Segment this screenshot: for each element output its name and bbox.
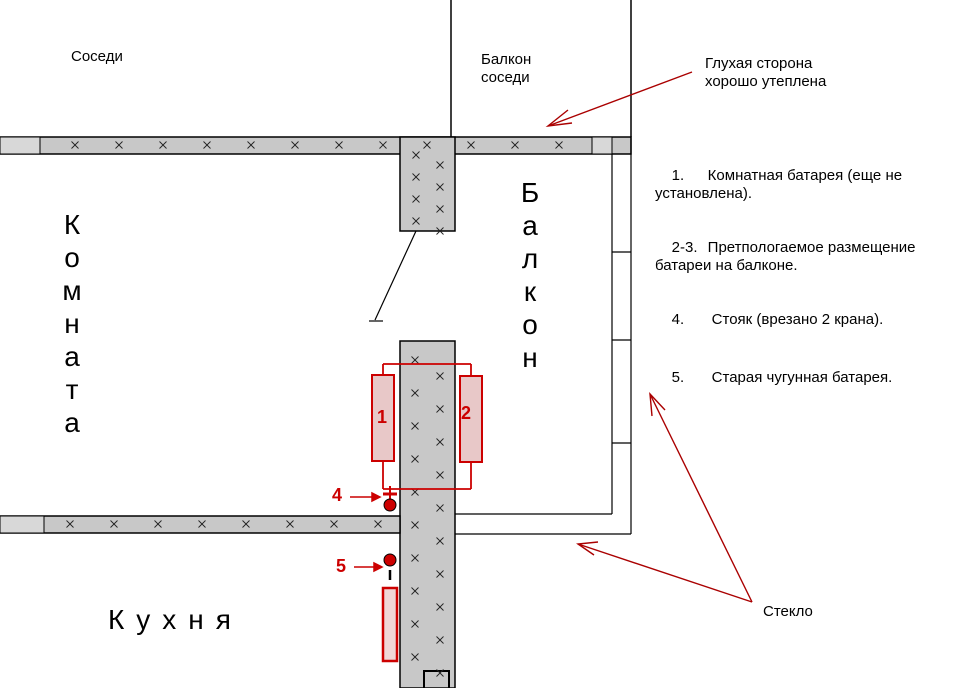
marker-5: 5 [336,556,347,576]
marker-1: 1 [377,407,388,427]
bottom-stub [423,670,450,688]
wall-hatch-marks [66,141,563,677]
label-neighbors: Соседи [71,48,123,65]
marker-arrows [350,491,384,573]
label-neighbor-balcony: Балкон соседи [481,51,532,86]
hatch-left-bottom [0,515,45,534]
legend-item-2: 2-3.Претпологаемое размещение батареи на… [655,239,916,274]
door-line [374,230,417,321]
balcony-frame [455,137,632,535]
label-glass: Стекло [763,603,813,620]
hatch-left-top [0,136,41,155]
lower-wall [0,515,401,534]
marker-2: 2 [461,403,472,423]
legend-item-5: 5.Старая чугунная батарея. [671,369,893,386]
neighbor-balcony-outline [450,0,632,137]
marker-4: 4 [332,485,343,505]
pillar-top [399,136,456,232]
legend-item-1: 1.Комнатная батарея (еще не установлена)… [655,167,903,202]
annotation-arrows [545,71,753,603]
label-blind-side: Глухая сторона хорошо утеплена [705,55,827,90]
hatch-right-top [591,136,613,155]
legend: 1.Комнатная батарея (еще не установлена)… [655,149,915,401]
old-radiator-symbol [381,553,399,663]
riser-symbol [383,486,397,512]
top-wall [0,136,632,155]
radiator-pipes [382,363,472,490]
label-kitchen: Кухня [108,604,243,635]
legend-item-4: 4.Стояк (врезано 2 крана). [671,311,884,328]
center-wall [399,340,456,688]
